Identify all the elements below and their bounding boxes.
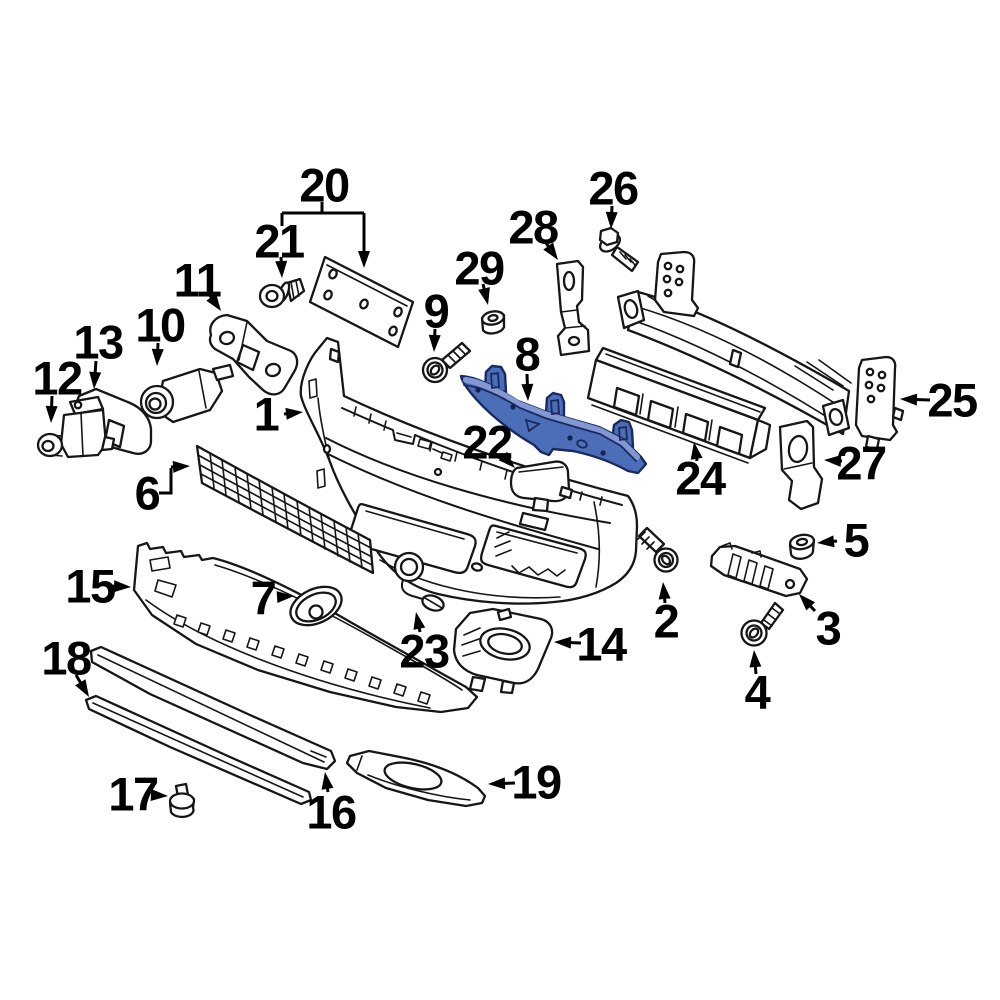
callout-label-2: 2	[653, 594, 680, 648]
part-28-bracket-drawing	[555, 259, 591, 357]
part-25-impact-bar-drawing	[616, 250, 905, 451]
callout-arrowhead-10	[151, 348, 164, 366]
callout-label-29: 29	[454, 241, 505, 295]
part-8-bumper-support-highlighted	[459, 364, 648, 475]
callout-label-14: 14	[576, 617, 627, 671]
callout-label-23: 23	[399, 624, 450, 678]
callout-arrowhead-6	[172, 460, 190, 473]
part-4-screw-drawing	[740, 601, 785, 647]
callout-arrowhead-27	[824, 454, 842, 467]
callout-arrowhead-26	[605, 211, 618, 229]
part-19-fog-trim-drawing	[345, 749, 487, 808]
callout-label-20: 20	[299, 158, 350, 212]
callout-label-8: 8	[514, 327, 541, 381]
callout-label-28: 28	[508, 200, 559, 254]
callout-arrowhead-5	[817, 535, 835, 548]
callout-label-4: 4	[744, 665, 771, 719]
callout-arrowhead-2	[658, 582, 671, 600]
part-10-sensor-drawing	[139, 363, 235, 424]
part-12-sensor-holder-drawing	[36, 395, 116, 459]
callout-label-27: 27	[836, 436, 887, 490]
callout-label-1: 1	[253, 387, 280, 441]
callout-label-11: 11	[173, 253, 222, 307]
part-20-license-plate-bracket-drawing	[308, 255, 415, 349]
callout-lines-layer	[45, 202, 931, 801]
part-14-fog-grille-drawing	[452, 607, 554, 695]
callout-arrowhead-7	[276, 591, 294, 604]
part-16-spoiler-strip-drawing	[89, 645, 337, 771]
callout-arrowhead-24	[690, 442, 703, 460]
callout-arrowhead-22	[498, 451, 515, 468]
part-5-nut-drawing	[788, 533, 816, 560]
callout-arrowhead-9	[428, 334, 441, 352]
part-6-center-grille-drawing	[195, 444, 375, 575]
part-2-screw-drawing	[637, 526, 679, 573]
callout-arrowhead-12	[45, 405, 58, 423]
part-26-bolt-drawing	[598, 226, 640, 273]
callout-label-3: 3	[815, 601, 842, 655]
callout-label-25: 25	[927, 373, 978, 427]
callout-arrowhead-17	[150, 789, 168, 801]
callout-arrowhead-11	[206, 293, 221, 311]
callout-arrowhead-23	[413, 612, 426, 630]
part-27-bracket-drawing	[778, 419, 824, 511]
callout-arrowhead-4	[749, 650, 762, 668]
part-1-bumper-cover-drawing	[299, 336, 639, 605]
callout-label-12: 12	[32, 351, 83, 405]
callout-label-15: 15	[65, 559, 116, 613]
callout-label-7: 7	[250, 571, 277, 625]
callout-label-9: 9	[423, 284, 450, 338]
part-3-guide-bracket-drawing	[709, 542, 809, 598]
part-17-screw-drawing	[168, 782, 196, 819]
callout-label-13: 13	[73, 315, 124, 369]
callout-arrowhead-21	[275, 260, 288, 278]
callout-arrowhead-29	[478, 287, 490, 305]
callout-arrowhead-15	[113, 580, 131, 593]
part-21-clip-drawing	[258, 277, 306, 309]
part-22-washer-cover-drawing	[509, 460, 574, 513]
callout-arrowhead-8	[521, 383, 534, 401]
part-29-nut-drawing	[480, 310, 506, 335]
callout-label-21: 21	[254, 214, 305, 268]
callout-label-24: 24	[675, 451, 726, 505]
callout-label-19: 19	[511, 755, 562, 809]
callout-arrowhead-13	[89, 371, 102, 389]
callout-arrowhead-14	[554, 636, 572, 649]
callout-arrowhead-28	[543, 242, 558, 260]
callout-label-17: 17	[108, 767, 159, 821]
callout-arrowhead-1	[285, 407, 303, 420]
callout-arrowhead-20	[358, 251, 370, 268]
part-24-impact-absorber-drawing	[586, 346, 772, 464]
callout-label-22: 22	[462, 415, 513, 469]
part-9-screw-drawing	[421, 341, 472, 384]
callout-label-16: 16	[306, 785, 357, 839]
callout-label-18: 18	[41, 631, 92, 685]
part-7-plug-drawing	[289, 585, 343, 627]
callout-label-10: 10	[135, 298, 186, 352]
callout-arrowhead-16	[321, 772, 334, 790]
callout-label-5: 5	[843, 513, 870, 567]
callout-arrowhead-3	[799, 594, 816, 611]
part-11-bracket-drawing	[208, 313, 299, 396]
callout-label-26: 26	[588, 161, 639, 215]
callout-label-6: 6	[134, 466, 161, 520]
part-18-trim-strip-drawing	[84, 694, 313, 806]
callout-arrowhead-18	[75, 679, 89, 697]
part-23-retainer-cord-drawing	[393, 551, 445, 612]
callout-line-6	[159, 468, 173, 495]
callout-arrowhead-25	[900, 393, 918, 406]
callout-arrowhead-19	[488, 777, 506, 790]
